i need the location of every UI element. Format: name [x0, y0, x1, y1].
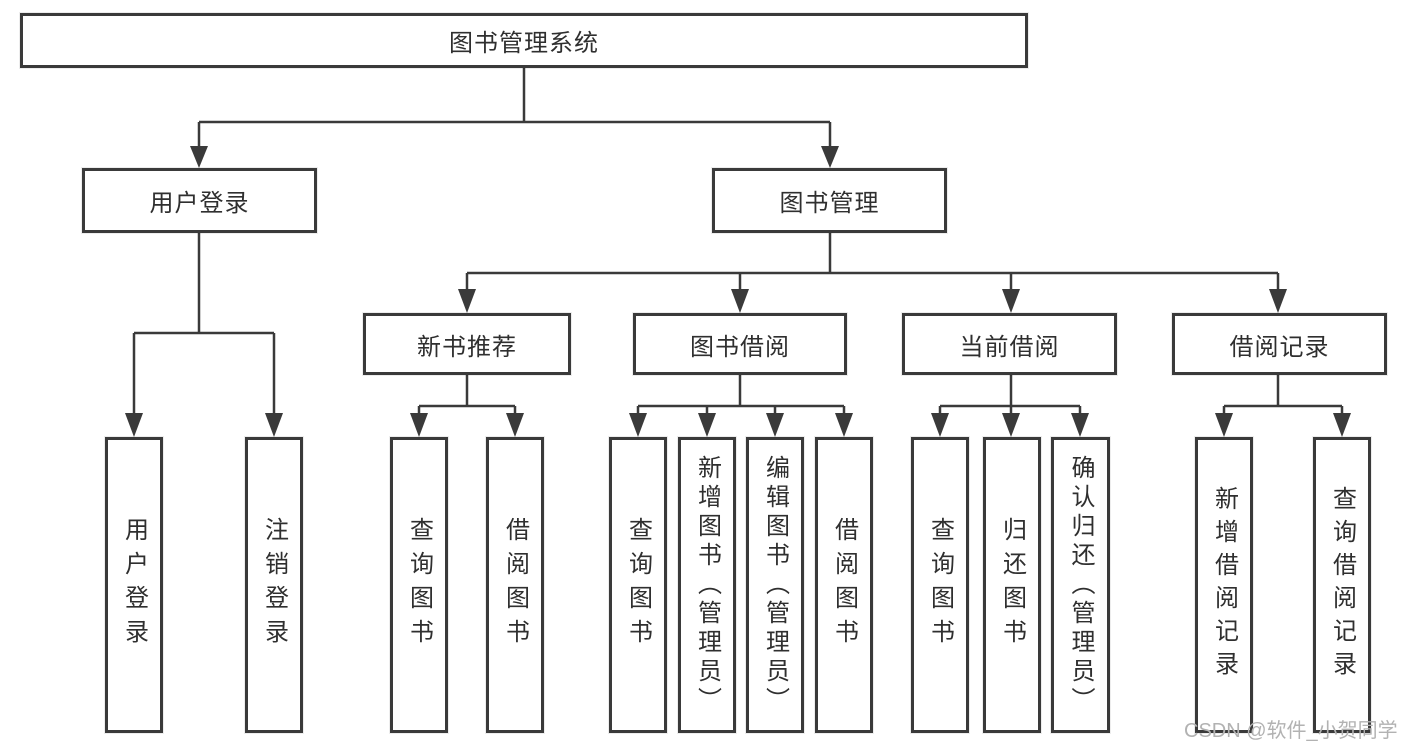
leaf-current-confirm-return-admin: 确认归还（管理员） — [1051, 437, 1110, 733]
leaf-borrow-edit-book-admin: 编辑图书（管理员） — [746, 437, 804, 733]
leaf-logout: 注销登录 — [245, 437, 303, 733]
leaf-borrow-borrow-book: 借阅图书 — [815, 437, 873, 733]
node-new-book-recommend: 新书推荐 — [363, 313, 571, 375]
leaf-current-query-book: 查询图书 — [911, 437, 969, 733]
leaf-record-query-borrow-record: 查询借阅记录 — [1313, 437, 1371, 733]
node-current-borrow: 当前借阅 — [902, 313, 1117, 375]
leaf-borrow-query-book: 查询图书 — [609, 437, 667, 733]
node-book-borrow: 图书借阅 — [633, 313, 847, 375]
leaf-current-return-book: 归还图书 — [983, 437, 1041, 733]
csdn-watermark: CSDN @软件_小贺同学 — [1184, 720, 1398, 742]
node-borrow-record: 借阅记录 — [1172, 313, 1387, 375]
node-user-login: 用户登录 — [82, 168, 317, 233]
leaf-record-add-borrow-record: 新增借阅记录 — [1195, 437, 1253, 733]
leaf-borrow-add-book-admin: 新增图书（管理员） — [678, 437, 736, 733]
leaf-user-login: 用户登录 — [105, 437, 163, 733]
node-book-management: 图书管理 — [712, 168, 947, 233]
node-library-management-system: 图书管理系统 — [20, 13, 1028, 68]
leaf-recommend-query-book: 查询图书 — [390, 437, 448, 733]
leaf-recommend-borrow-book: 借阅图书 — [486, 437, 544, 733]
